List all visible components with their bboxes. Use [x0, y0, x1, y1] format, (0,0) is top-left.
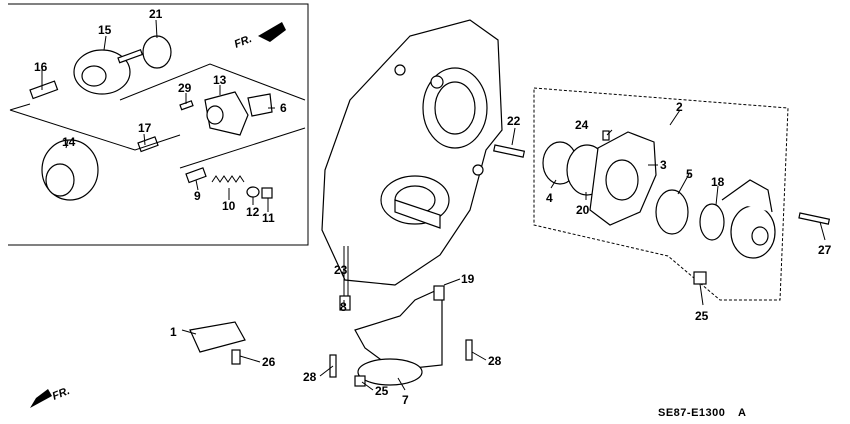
callout-17: 17: [138, 121, 152, 135]
callout-25-lower: 25: [375, 384, 389, 398]
bolt-11: [261, 187, 273, 199]
callout-14: 14: [62, 135, 76, 149]
fr-arrow-top: FR.: [233, 22, 286, 51]
callout-27: 27: [818, 243, 832, 257]
callout-22: 22: [507, 114, 521, 128]
callout-9: 9: [194, 189, 201, 203]
callout-19: 19: [461, 272, 475, 286]
callout-23: 23: [334, 263, 348, 277]
o-ring-18: [699, 203, 725, 241]
callout-15: 15: [98, 23, 112, 37]
callout-21: 21: [149, 7, 163, 21]
oil-pump-assembly-outline: [533, 87, 789, 301]
oil-strainer: [329, 246, 473, 387]
oil-pump-parts: [493, 130, 831, 285]
callout-13: 13: [213, 73, 227, 87]
callout-12: 12: [246, 205, 260, 219]
nut-25-upper: [693, 271, 707, 285]
valve-9: [185, 167, 207, 184]
callout-28-right: 28: [488, 354, 502, 368]
callout-1: 1: [170, 325, 177, 339]
callout-4: 4: [546, 191, 553, 205]
nut-25-lower: [354, 375, 366, 387]
callout-2: 2: [676, 100, 683, 114]
inset-parts: [9, 35, 306, 201]
fr-label-bottom: FR.: [51, 385, 72, 403]
callout-7: 7: [402, 393, 409, 407]
callout-6: 6: [280, 101, 287, 115]
callout-24: 24: [575, 118, 589, 132]
gasket-19: [433, 285, 445, 301]
callout-20: 20: [576, 203, 590, 217]
inset-frame: [8, 3, 309, 246]
washer-12: [246, 186, 260, 198]
callout-26: 26: [262, 355, 276, 369]
callout-3: 3: [660, 158, 667, 172]
o-ring-21: [142, 35, 172, 69]
callout-8: 8: [340, 300, 347, 314]
bolt-28-right: [465, 339, 473, 361]
callout-25-upper: 25: [695, 309, 709, 323]
fr-label-top: FR.: [233, 33, 254, 51]
callout-labels: 1 2 3 4 5 6 7 8 9 10 11 12 13 14 15 16 1…: [34, 7, 832, 407]
gasket-6: [247, 93, 273, 117]
callout-18: 18: [711, 175, 725, 189]
bracket-group: [189, 321, 246, 365]
diagram-code-text: SE87-E1300: [658, 407, 725, 419]
leader-lines: [41, 19, 826, 391]
callout-28-left: 28: [303, 370, 317, 384]
fr-arrow-bottom: FR.: [30, 385, 72, 408]
pin-24: [602, 130, 610, 141]
diagram-code-suffix: A: [738, 407, 746, 419]
callout-11: 11: [262, 211, 275, 225]
bolt-26: [231, 349, 241, 365]
callout-5: 5: [686, 167, 693, 181]
center-bolt-16: [29, 80, 59, 100]
joint-17: [137, 136, 159, 153]
callout-16: 16: [34, 60, 48, 74]
callout-10: 10: [222, 199, 236, 213]
engine-block: [321, 19, 503, 286]
diagram-code: SE87-E1300 A: [658, 407, 746, 419]
collar-8: [339, 295, 351, 311]
pump-rotor-5: [655, 189, 689, 235]
bolt-27: [798, 212, 831, 225]
callout-29: 29: [178, 81, 192, 95]
spring-10: [211, 175, 245, 183]
stud-22: [493, 144, 526, 158]
